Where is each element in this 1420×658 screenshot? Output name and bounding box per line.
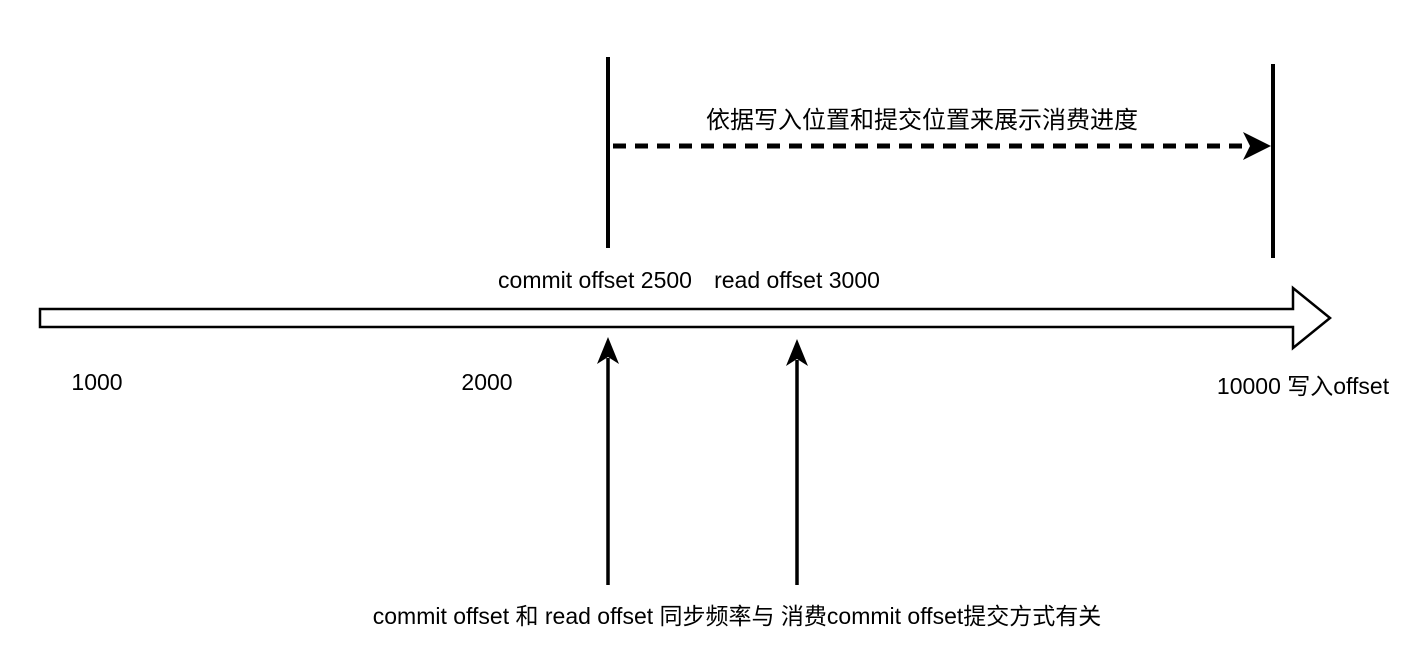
timeline-tick-1000: 1000	[71, 369, 123, 395]
read-offset-label: read offset 3000	[714, 267, 880, 293]
timeline-tick-2000: 2000	[461, 369, 513, 395]
consume-progress-annotation: 依据写入位置和提交位置来展示消费进度	[706, 107, 1138, 134]
commit-offset-pointer-arrowhead-icon	[597, 337, 619, 364]
timeline-arrow	[38, 285, 1332, 351]
read-offset-pointer-arrowhead-icon	[786, 339, 808, 366]
sync-frequency-annotation: commit offset 和 read offset 同步频率与 消费comm…	[372, 603, 1102, 629]
write-offset-label: 10000 写入offset	[1216, 373, 1390, 399]
commit-offset-label: commit offset 2500	[498, 267, 692, 293]
consume-progress-arrowhead-icon	[1243, 132, 1271, 160]
